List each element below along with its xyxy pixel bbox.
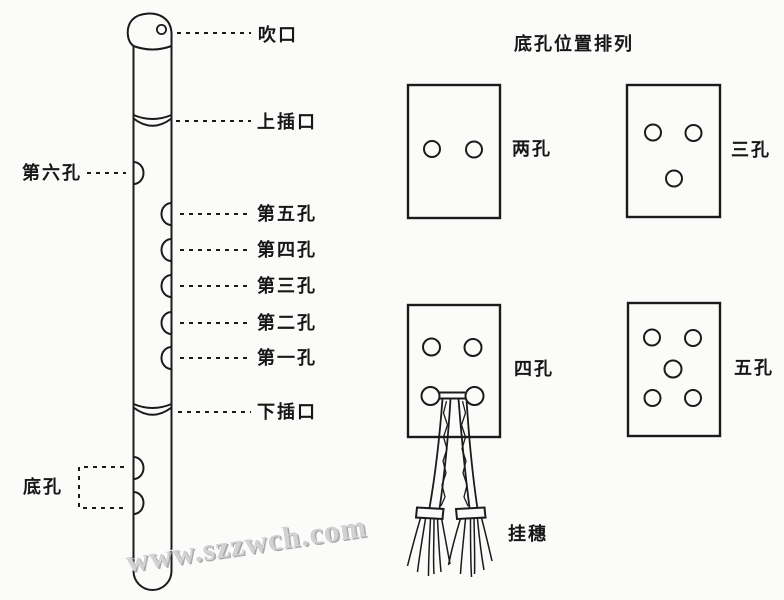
blow-hole-notch (155, 23, 167, 35)
flute-body (126, 12, 173, 591)
label-first-hole: 第一孔 (257, 348, 317, 368)
label-fifth-hole: 第五孔 (257, 204, 317, 224)
flute-top-dome (126, 12, 173, 47)
label-second-hole: 第二孔 (257, 313, 317, 333)
tassel-fringe-left (406, 517, 451, 577)
two-hole-plate-outline (406, 83, 502, 220)
label-sixth-hole: 第六孔 (22, 163, 82, 183)
label-third-hole: 第三孔 (257, 276, 317, 296)
label-three-holes: 三孔 (731, 140, 771, 160)
label-upper-socket: 上插口 (257, 112, 317, 132)
second-hole (160, 311, 172, 335)
tassel-bar (439, 391, 465, 400)
tassel-collar-left (414, 506, 445, 521)
plate-hole (465, 140, 483, 159)
diagram-title: 底孔位置排列 (514, 34, 634, 54)
plate-hole (644, 123, 662, 142)
three-hole-plate (625, 83, 722, 219)
flute-holes (133, 161, 172, 515)
tassel-cord-left-braid (440, 400, 449, 507)
fifth-hole (160, 202, 172, 226)
four-hole-plate-outline (406, 303, 502, 439)
label-five-holes: 五孔 (734, 358, 774, 378)
plate-hole (665, 169, 683, 188)
fourth-hole (160, 238, 172, 262)
label-four-holes: 四孔 (514, 359, 554, 379)
plate-hole (420, 386, 441, 406)
sixth-hole (133, 161, 145, 185)
tassel-cords (428, 398, 479, 510)
tassel-cord-right (457, 398, 479, 510)
upper-socket-joint (132, 114, 173, 127)
plate-hole (423, 140, 441, 158)
tassel-cord-left (428, 398, 452, 510)
two-hole-plate (406, 83, 502, 220)
plate-hole (684, 389, 702, 407)
tassel-cord-right-braid (460, 400, 469, 507)
tassel-collar-right (454, 506, 487, 521)
label-blow-hole: 吹口 (258, 25, 298, 45)
plate-hole (643, 328, 661, 347)
plate-hole (663, 359, 683, 379)
label-fourth-hole: 第四孔 (257, 240, 317, 260)
plate-hole (684, 329, 702, 347)
first-hole (160, 346, 172, 370)
plate-hole (684, 124, 703, 142)
bottom-hole-upper (133, 456, 145, 480)
label-two-holes: 两孔 (512, 139, 552, 159)
five-hole-plate (626, 301, 722, 438)
bottom-holes-bracket (78, 466, 124, 509)
plate-hole (464, 386, 485, 406)
label-bottom-holes: 底孔 (23, 477, 63, 497)
plate-hole (643, 389, 662, 407)
plate-hole (463, 338, 483, 357)
plate-hole (422, 337, 441, 357)
four-hole-plate-holes (420, 337, 485, 406)
four-hole-plate (406, 303, 502, 439)
leader-lines (78, 32, 251, 509)
tassel-fringe-right (447, 517, 493, 578)
five-hole-plate-outline (626, 301, 722, 438)
label-tassel: 挂穗 (508, 524, 548, 544)
label-lower-socket: 下插口 (257, 402, 317, 422)
bottom-hole-lower (133, 491, 145, 515)
flute-bottom-cap (132, 570, 173, 591)
lower-socket-joint (132, 403, 173, 416)
tassel-heads (406, 506, 493, 578)
three-hole-plate-outline (625, 83, 722, 219)
third-hole (160, 274, 172, 298)
flute-dome-base (133, 45, 172, 51)
